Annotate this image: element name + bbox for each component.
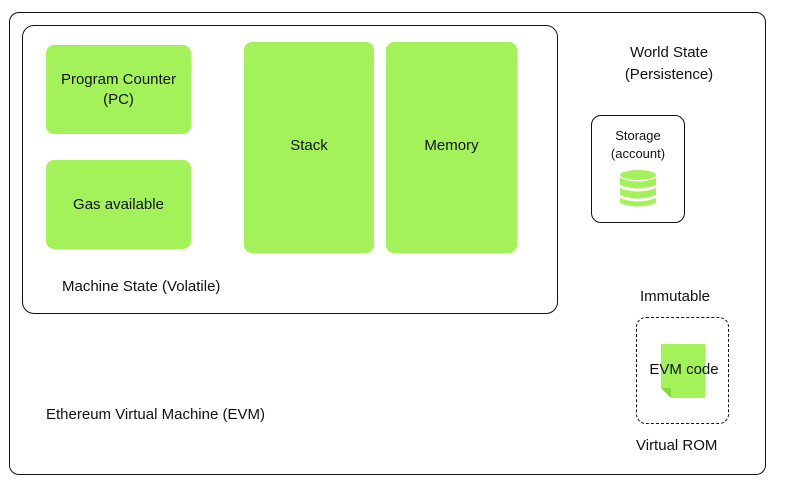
- world-state-label: World State (Persistence): [624, 44, 714, 83]
- gas-available-label: Gas available: [73, 195, 164, 213]
- virtual-rom-label: Virtual ROM: [636, 437, 718, 454]
- storage-box: Storage (account): [591, 115, 685, 223]
- program-counter-label: Program Counter (PC): [60, 70, 177, 108]
- memory-box: Memory: [386, 42, 517, 253]
- storage-label: Storage (account): [610, 128, 666, 161]
- memory-label: Memory: [424, 137, 479, 154]
- machine-state-label: Machine State (Volatile): [62, 278, 221, 295]
- stack-box: Stack: [244, 42, 374, 253]
- document-icon: [661, 344, 705, 398]
- database-icon: [620, 170, 656, 207]
- evm-label: Ethereum Virtual Machine (EVM): [46, 406, 265, 423]
- gas-available-box: Gas available: [46, 160, 191, 249]
- program-counter-box: Program Counter (PC): [46, 45, 191, 134]
- evm-code-label: EVM code: [649, 361, 719, 378]
- stack-label: Stack: [290, 137, 328, 154]
- immutable-label: Immutable: [640, 288, 711, 305]
